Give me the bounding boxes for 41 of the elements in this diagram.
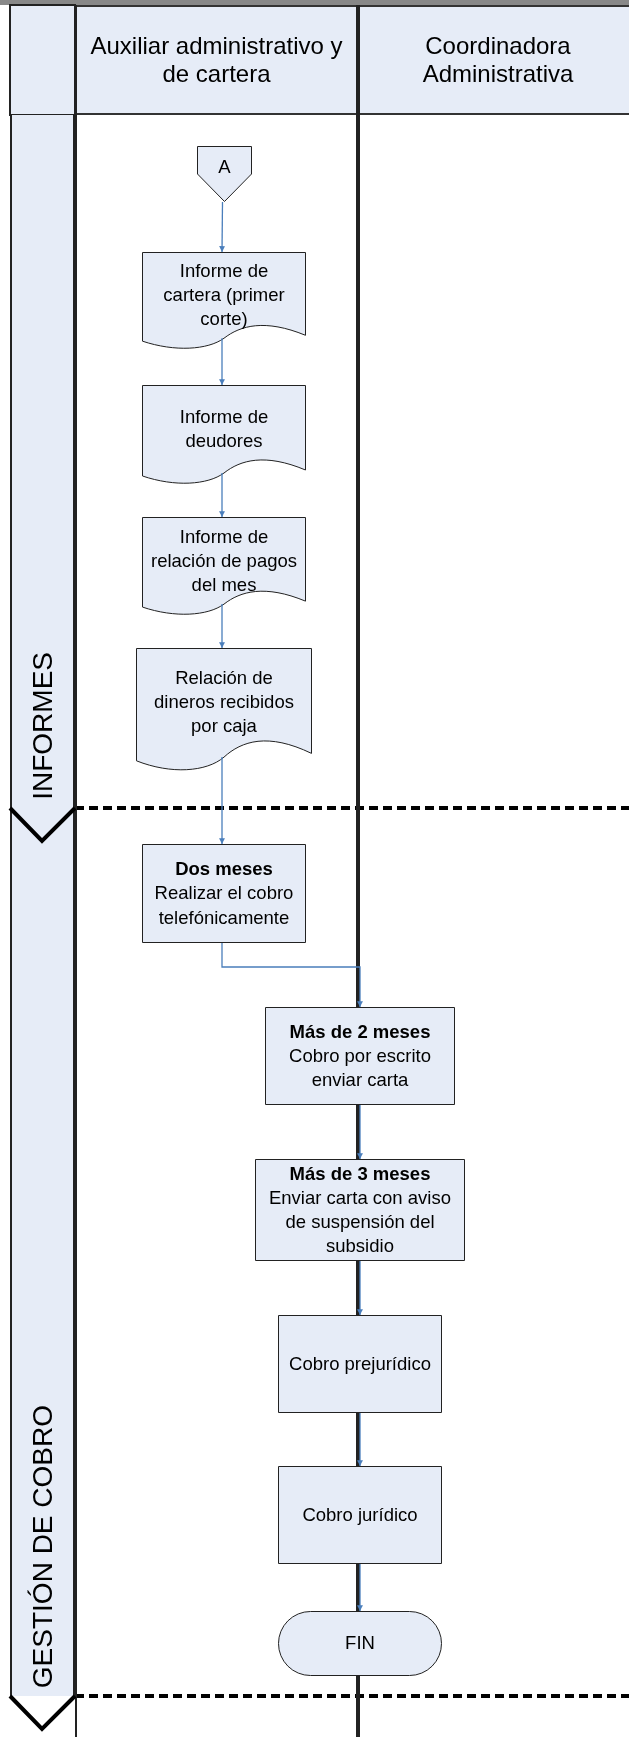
node-label: FIN bbox=[345, 1631, 375, 1656]
flow-arrow bbox=[219, 756, 225, 845]
document-shape bbox=[136, 648, 312, 772]
flow-arrow bbox=[357, 1563, 363, 1612]
process-box bbox=[255, 1159, 465, 1261]
flow-arrow bbox=[219, 472, 225, 518]
node-label: Informe de deudores bbox=[178, 404, 270, 453]
node-label: Cobro prejurídico bbox=[289, 1351, 431, 1376]
document-shape bbox=[142, 517, 306, 616]
flow-arrow bbox=[221, 942, 363, 1008]
node-label: Cobro jurídico bbox=[302, 1502, 418, 1527]
flow-arrow bbox=[219, 603, 225, 649]
node-label: A bbox=[218, 154, 231, 179]
terminator-shape bbox=[278, 1611, 442, 1676]
process-box bbox=[265, 1007, 455, 1105]
process-box bbox=[278, 1315, 442, 1413]
node-label: Relación de dineros recibidos por caja bbox=[153, 666, 295, 739]
phase-band bbox=[10, 115, 75, 808]
node-label: Informe de cartera (primer corte) bbox=[162, 259, 286, 332]
step-heading: Más de 3 meses bbox=[289, 1161, 431, 1186]
document-shape bbox=[142, 252, 306, 350]
lane-title: Auxiliar administrativo y de cartera bbox=[89, 32, 344, 88]
node-label: Enviar carta con aviso de suspensión del subsidio bbox=[268, 1185, 452, 1259]
document-shape bbox=[142, 385, 306, 485]
lane-title: Coordinadora Administrativa bbox=[421, 32, 575, 88]
flow-arrow bbox=[219, 337, 225, 386]
flow-arrow bbox=[219, 201, 225, 253]
step-heading: Dos meses bbox=[175, 857, 273, 882]
step-heading: Más de 2 meses bbox=[289, 1019, 431, 1044]
process-box bbox=[278, 1466, 442, 1564]
node-label: Cobro por escrito enviar carta bbox=[288, 1043, 432, 1092]
node-label: Realizar el cobro telefónicamente bbox=[153, 881, 295, 930]
phase-title: GESTIÓN DE COBRO bbox=[26, 1404, 59, 1688]
node-label: Informe de relación de pagos del mes bbox=[150, 524, 298, 597]
flow-arrow bbox=[357, 1260, 363, 1316]
process-box bbox=[142, 844, 306, 943]
phase-band bbox=[10, 808, 75, 1696]
phase-title: INFORMES bbox=[26, 652, 59, 800]
off-page-connector bbox=[197, 146, 252, 202]
flow-arrow bbox=[357, 1412, 363, 1467]
flow-arrow bbox=[357, 1104, 363, 1160]
